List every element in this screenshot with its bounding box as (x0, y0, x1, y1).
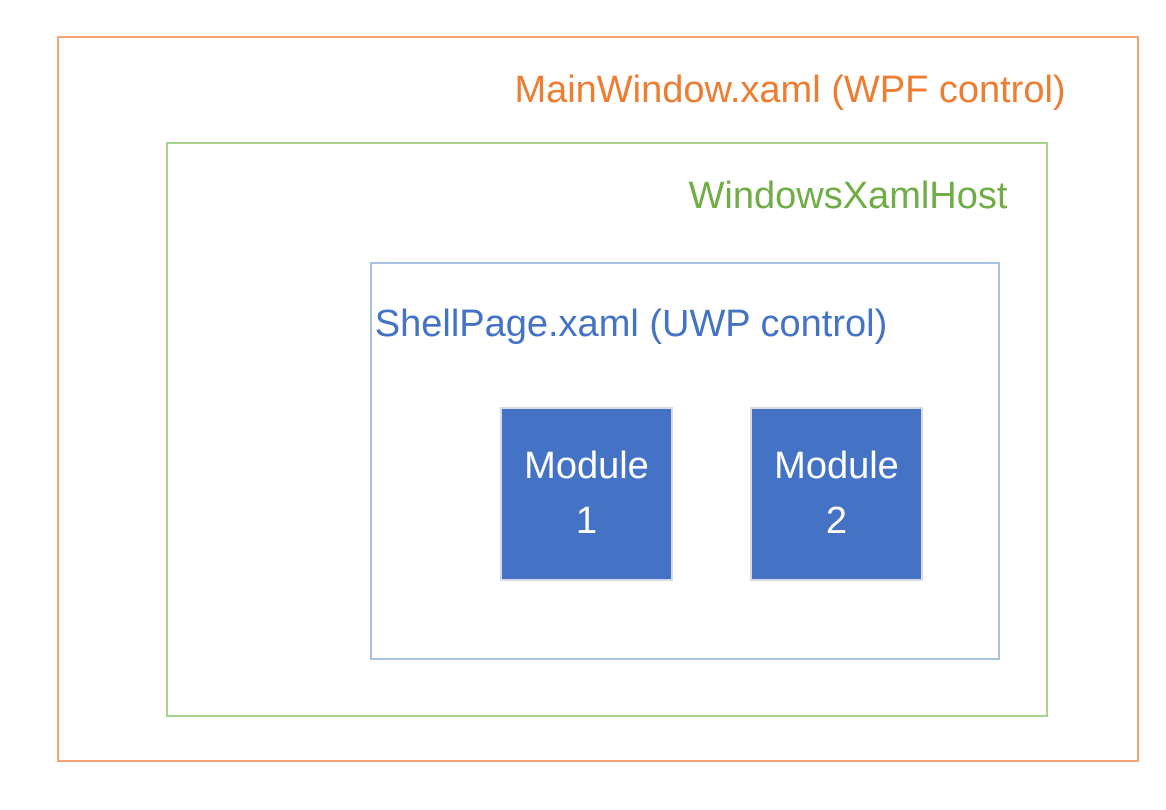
module-1-box: Module 1 (500, 407, 673, 581)
module-2-box: Module 2 (750, 407, 923, 581)
mainwindow-wpf-label: MainWindow.xaml (WPF control) (514, 69, 1066, 111)
module-1-label: Module 1 (524, 439, 649, 549)
shellpage-uwp-box (370, 262, 1000, 660)
windowsxamlhost-box (166, 142, 1048, 717)
shellpage-uwp-label: ShellPage.xaml (UWP control) (374, 303, 888, 345)
mainwindow-wpf-box (57, 36, 1139, 762)
module-2-number: 2 (825, 500, 848, 542)
module-2-name: Module (774, 444, 899, 487)
module-1-name: Module (524, 444, 649, 487)
windowsxamlhost-label: WindowsXamlHost (688, 175, 1008, 217)
module-1-number: 1 (575, 500, 598, 542)
module-2-label: Module 2 (774, 439, 899, 549)
